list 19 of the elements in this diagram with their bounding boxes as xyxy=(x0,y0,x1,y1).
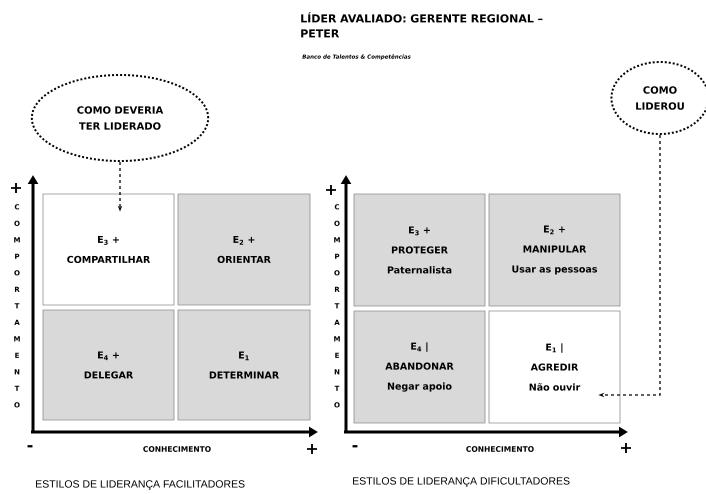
title: LÍDER AVALIADO: GERENTE REGIONAL – PETER xyxy=(301,12,542,38)
quadrant-cell: E$_{4}$ + DELEGAR xyxy=(42,310,174,420)
quadrant-cell: E$_{4}$ | ABANDONAR Negar apoio xyxy=(354,310,486,424)
plus-sign: + xyxy=(307,444,318,454)
cloud-bubble: COMO DEVERIA TER LIDERADO xyxy=(30,74,210,162)
minus-sign: - xyxy=(28,445,32,448)
cloud-bubble: COMO LIDEROU xyxy=(610,61,706,135)
minus-sign: - xyxy=(352,445,358,448)
plus-sign: + xyxy=(11,183,22,193)
quadrant-cell: E$_{3}$ + PROTEGER Paternalista xyxy=(354,194,486,306)
quadrant-cell: E$_{1}$ | AGREDIR Não ouvir xyxy=(488,310,620,424)
quadrant-cell: E$_{2}$ + MANIPULAR Usar as pessoas xyxy=(488,194,620,306)
plus-sign: + xyxy=(326,185,336,195)
chart-caption: ESTILOS DE LIDERANÇA FACILITADORES xyxy=(36,480,245,490)
plus-sign: + xyxy=(621,442,632,453)
quadrant-cell: E$_{1}$ DETERMINAR xyxy=(178,310,310,420)
quadrant-cell: E$_{3}$ + COMPARTILHAR xyxy=(42,194,174,306)
quadrant-cell: E$_{2}$ + ORIENTAR xyxy=(178,194,310,306)
chart-caption: ESTILOS DE LIDERANÇA DIFICULTADORES xyxy=(353,477,570,487)
